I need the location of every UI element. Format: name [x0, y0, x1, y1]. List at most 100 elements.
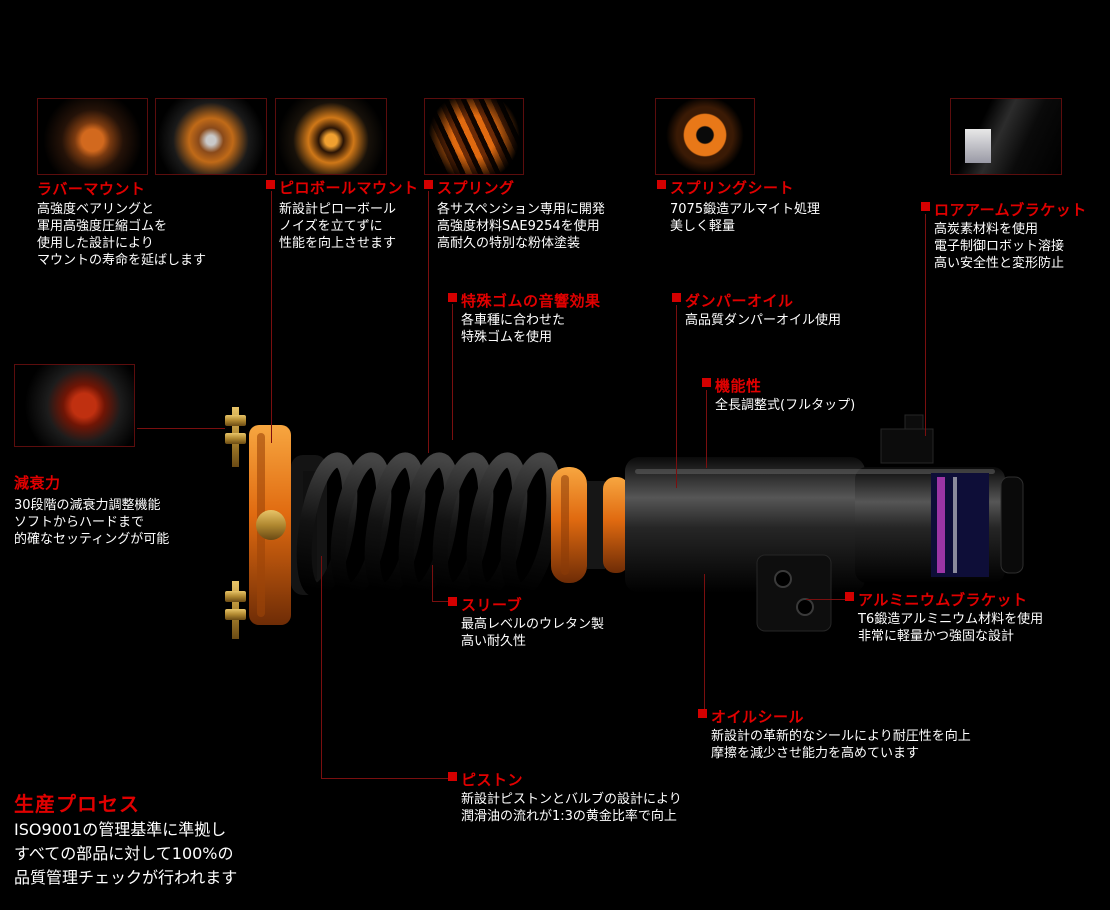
desc-line: 摩擦を減少させ能力を高めています — [711, 746, 920, 761]
desc-line: 非常に軽量かつ強固な設計 — [858, 629, 1015, 644]
connector-line-special-rubber — [452, 304, 453, 440]
connector-line-oil-seal — [704, 574, 705, 711]
coil-spring — [296, 452, 562, 598]
mount-studs — [225, 407, 246, 639]
desc-line: ISO9001の管理基準に準拠し — [14, 820, 227, 839]
callout-title-rubber-mount: ラバーマウント — [37, 180, 146, 198]
spring-photo — [424, 98, 524, 175]
desc-line: 高品質ダンパーオイル使用 — [685, 313, 842, 328]
marker-sleeve — [448, 597, 457, 606]
marker-lower-arm — [921, 202, 930, 211]
marker-aluminum — [845, 592, 854, 601]
callout-title-functionality: 機能性 — [715, 377, 762, 395]
bracket-label — [965, 129, 991, 163]
callout-title-special-rubber: 特殊ゴムの音響効果 — [461, 292, 601, 310]
callout-title-spring-seat: スプリングシート — [670, 179, 795, 197]
marker-functionality — [702, 378, 711, 387]
callout-desc-spring: 各サスペンション専用に開発 高強度材料SAE9254を使用 高耐久の特別な粉体塗… — [437, 201, 605, 252]
callout-desc-aluminum-bracket: T6鍛造アルミニウム材料を使用 非常に軽量かつ強固な設計 — [858, 611, 1043, 645]
callout-title-pillow-ball: ピロボールマウント — [279, 179, 419, 197]
callout-desc-production-process: ISO9001の管理基準に準拠し すべての部品に対して100%の 品質管理チェッ… — [14, 818, 237, 890]
connector-line-functionality — [706, 390, 707, 468]
callout-desc-lower-arm: 高炭素材料を使用 電子制御ロボット溶接 高い安全性と変形防止 — [934, 221, 1064, 272]
desc-line: ソフトからハードまで — [14, 515, 145, 530]
callout-title-lower-arm: ロアアームブラケット — [934, 201, 1087, 219]
connector-line-sleeve-v — [432, 565, 433, 602]
desc-line: 高耐久の特別な粉体塗装 — [437, 236, 581, 251]
desc-line: 新設計の革新的なシールにより耐圧性を向上 — [711, 729, 971, 744]
lower-arm-bracket-photo — [950, 98, 1062, 175]
desc-line: 7075鍛造アルマイト処理 — [670, 202, 820, 217]
rubber-mount-photo-2 — [155, 98, 267, 175]
desc-line: 高強度材料SAE9254を使用 — [437, 219, 600, 234]
desc-line: 高い安全性と変形防止 — [934, 256, 1065, 271]
callout-desc-rubber-mount: 高強度ベアリングと 軍用高強度圧縮ゴムを 使用した設計により マウントの寿命を延… — [37, 201, 206, 269]
desc-line: 性能を向上させます — [279, 236, 397, 251]
desc-line: 各サスペンション専用に開発 — [437, 202, 605, 217]
callout-desc-special-rubber: 各車種に合わせた 特殊ゴムを使用 — [461, 312, 565, 346]
desc-line: 高い耐久性 — [461, 634, 527, 649]
connector-line-sleeve-h — [432, 601, 449, 602]
callout-desc-spring-seat: 7075鍛造アルマイト処理 美しく軽量 — [670, 201, 820, 235]
desc-line: 最高レベルのウレタン製 — [461, 617, 605, 632]
desc-line: 的確なセッティングが可能 — [14, 532, 170, 547]
connector-line-pillow-ball — [271, 191, 272, 443]
desc-line: 特殊ゴムを使用 — [461, 330, 553, 345]
desc-line: 潤滑油の流れが1:3の黄金比率で向上 — [461, 809, 677, 824]
connector-line-lower-arm — [925, 214, 926, 436]
desc-line: 軍用高強度圧縮ゴムを — [37, 219, 168, 234]
damping-adjuster-photo — [14, 364, 135, 447]
desc-line: 電子制御ロボット溶接 — [934, 239, 1065, 254]
callout-title-piston: ピストン — [461, 771, 524, 789]
desc-line: 美しく軽量 — [670, 219, 736, 234]
desc-line: すべての部品に対して100%の — [14, 844, 234, 863]
connector-line-piston-v — [321, 556, 322, 779]
callout-title-oil-seal: オイルシール — [711, 708, 805, 726]
top-mount-plate — [249, 425, 291, 625]
callout-title-aluminum-bracket: アルミニウムブラケット — [858, 591, 1028, 609]
callout-desc-sleeve: 最高レベルのウレタン製 高い耐久性 — [461, 616, 604, 650]
connector-line-spring — [428, 191, 429, 453]
callout-desc-functionality: 全長調整式(フルタップ) — [715, 397, 855, 414]
callout-desc-oil-seal: 新設計の革新的なシールにより耐圧性を向上 摩擦を減少させ能力を高めています — [711, 728, 971, 762]
desc-line: ノイズを立てずに — [279, 219, 383, 234]
connector-line-damper-oil — [676, 305, 677, 488]
spring-seat-photo — [655, 98, 755, 175]
callout-title-sleeve: スリーブ — [461, 596, 523, 614]
callout-desc-pillow-ball: 新設計ピローボール ノイズを立てずに 性能を向上させます — [279, 201, 396, 252]
lower-bracket — [756, 554, 832, 632]
marker-oil-seal — [698, 709, 707, 718]
connector-line-aluminum — [806, 599, 846, 600]
callout-desc-damping-force: 30段階の減衰力調整機能 ソフトからハードまで 的確なセッティングが可能 — [14, 497, 169, 548]
desc-line: 新設計ピローボール — [279, 202, 397, 217]
callout-title-damper-oil: ダンパーオイル — [685, 292, 794, 310]
marker-pillow-ball — [266, 180, 275, 189]
marker-damper-oil — [672, 293, 681, 302]
desc-line: 全長調整式(フルタップ) — [715, 398, 856, 413]
desc-line: 使用した設計により — [37, 236, 154, 251]
desc-line: 高炭素材料を使用 — [934, 222, 1039, 237]
pillow-ball-mount-photo — [275, 98, 387, 175]
callout-desc-piston: 新設計ピストンとバルブの設計により 潤滑油の流れが1:3の黄金比率で向上 — [461, 791, 682, 825]
desc-line: 品質管理チェックが行われます — [14, 868, 238, 887]
callout-desc-damper-oil: 高品質ダンパーオイル使用 — [685, 312, 841, 329]
marker-spring-seat — [657, 180, 666, 189]
callout-title-spring: スプリング — [437, 179, 515, 197]
desc-line: 30段階の減衰力調整機能 — [14, 498, 161, 513]
coilover-product-image — [225, 407, 1024, 639]
desc-line: 新設計ピストンとバルブの設計により — [461, 792, 682, 807]
desc-line: マウントの寿命を延ばします — [37, 253, 207, 268]
desc-line: 高強度ベアリングと — [37, 202, 155, 217]
desc-line: T6鍛造アルミニウム材料を使用 — [858, 612, 1044, 627]
callout-title-production-process: 生産プロセス — [14, 792, 140, 816]
marker-special-rubber — [448, 293, 457, 302]
desc-line: 各車種に合わせた — [461, 313, 566, 328]
connector-line-damping-force — [137, 428, 225, 429]
connector-line-piston-h — [321, 778, 449, 779]
spring-perch — [551, 467, 629, 583]
rubber-mount-photo-1 — [37, 98, 148, 175]
marker-spring — [424, 180, 433, 189]
callout-title-damping-force: 減衰力 — [14, 474, 61, 492]
marker-piston — [448, 772, 457, 781]
